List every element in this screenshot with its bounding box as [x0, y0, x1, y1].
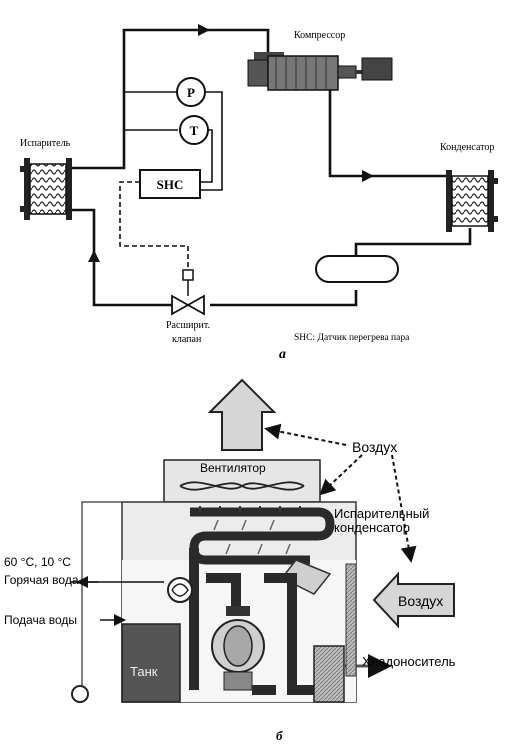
evap-condenser-label-1: Испарительный: [334, 506, 429, 521]
fan-label: Вентилятор: [200, 461, 266, 475]
valve-to-evaporator-line: [72, 208, 172, 307]
pressure-symbol: P: [187, 85, 195, 100]
capillary-line: [119, 181, 189, 270]
fan-housing: [163, 459, 321, 503]
fan-blades-icon: [179, 481, 305, 491]
evaporator: [20, 158, 72, 220]
caption-a: а: [279, 347, 286, 362]
evaporative-condenser-diagram: Воздух Вентилятор Танк Испарительный кон…: [4, 378, 456, 743]
exhaust-air-arrow: [207, 378, 277, 451]
temperature-symbol: T: [190, 123, 199, 138]
flow-arrow: [198, 24, 210, 36]
shc-legend: SHC: Датчик перегрева пара: [294, 333, 410, 343]
evap-condenser-label-2: конденсатор: [334, 520, 410, 535]
flow-arrow: [88, 250, 100, 262]
air-top-label: Воздух: [352, 439, 397, 455]
evaporator-label: Испаритель: [20, 138, 71, 149]
tank-label: Танк: [130, 664, 158, 679]
water-tank: [121, 623, 181, 703]
compressor-pump: [211, 606, 265, 691]
condenser-outlet-line: [354, 228, 472, 262]
liquid-line: [210, 290, 358, 307]
pressure-gauge: [176, 77, 206, 107]
suction-line: [72, 28, 270, 170]
deflector-plate: [280, 559, 332, 595]
temperatures-label: 60 °С, 10 °С: [4, 555, 71, 569]
hot-water-heat-exchanger: [167, 577, 193, 603]
condenser-label: Конденсатор: [440, 142, 494, 153]
expansion-valve: [171, 269, 205, 316]
condenser: [446, 170, 498, 232]
gauge-icon: [71, 685, 89, 703]
air-right-label: Воздух: [398, 593, 443, 609]
compressor: [247, 52, 393, 91]
flow-arrow: [362, 170, 374, 182]
discharge-line: [300, 78, 448, 178]
compressor-label: Компрессор: [294, 30, 345, 41]
receiver-tank: [315, 255, 399, 283]
refrigeration-cycle-diagram: P T SHC Компрессор Испаритель: [20, 24, 498, 362]
expansion-valve-label-2: клапан: [172, 334, 202, 345]
shc-controller-box: [139, 169, 201, 199]
water-supply-label: Подача воды: [4, 613, 77, 627]
air-intake-louver: [345, 563, 357, 677]
expansion-valve-label-1: Расширит.: [166, 320, 210, 331]
intake-air-arrow: [372, 571, 455, 629]
caption-b: б: [276, 728, 283, 743]
temperature-gauge: [179, 115, 209, 145]
coolant-heat-exchanger: [313, 645, 345, 703]
hot-water-label: Горячая вода: [4, 573, 79, 587]
shc-box-label: SHC: [157, 177, 184, 192]
coolant-label: Хладоноситель: [362, 654, 456, 669]
